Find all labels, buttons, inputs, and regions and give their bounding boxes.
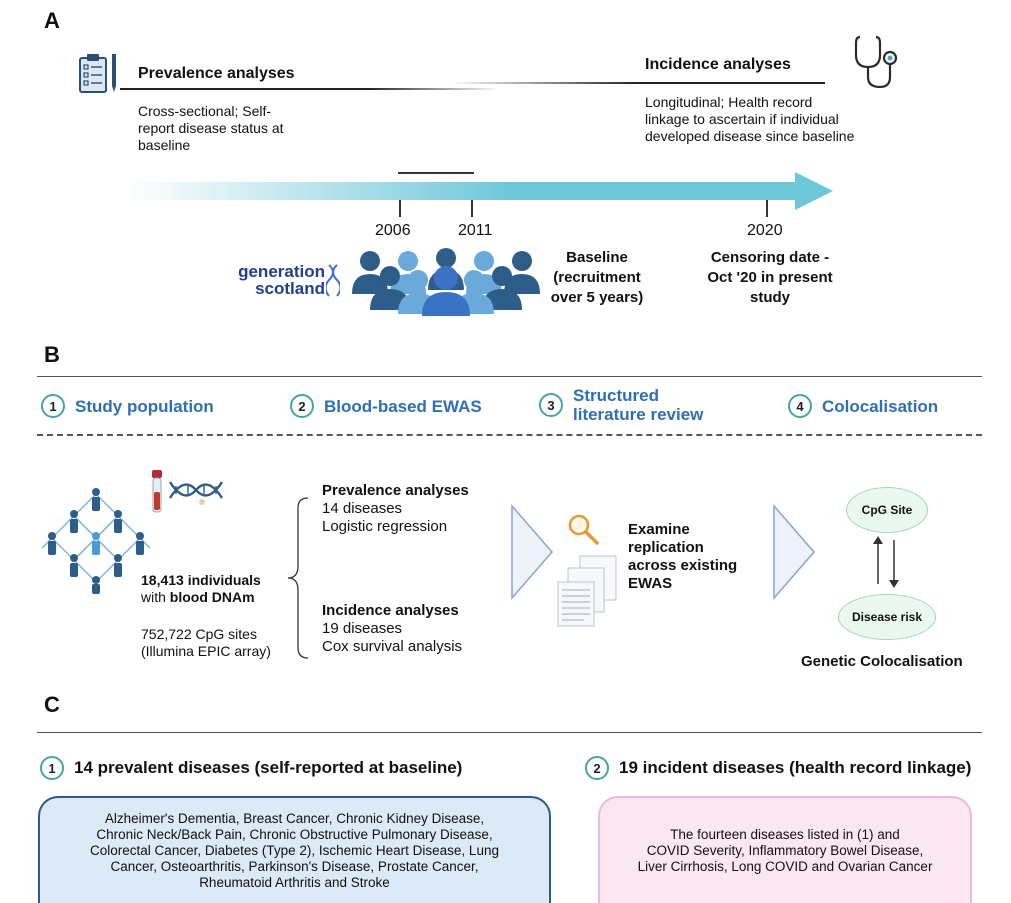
panel-a-letter: A bbox=[44, 8, 60, 33]
blood-tube-icon bbox=[152, 470, 162, 513]
incident-title: 19 incident diseases (health record link… bbox=[619, 758, 972, 777]
incidence-description: Longitudinal; Health record linkage to a… bbox=[645, 94, 855, 144]
step-label: Structured literature review bbox=[573, 386, 704, 424]
year-2020: 2020 bbox=[747, 222, 783, 239]
step-number: 2 bbox=[585, 756, 609, 780]
ewas-prevalence: Prevalence analyses 14 diseases Logistic… bbox=[322, 482, 469, 535]
dna-logo-icon bbox=[326, 264, 340, 297]
year-2011: 2011 bbox=[458, 222, 493, 239]
step-label: Study population bbox=[75, 396, 214, 416]
panel-b-top-rule bbox=[37, 376, 982, 377]
curly-brace bbox=[287, 497, 309, 659]
cpg-sites-info: 752,722 CpG sites (Illumina EPIC array) bbox=[141, 626, 271, 659]
panel-c-top-rule bbox=[37, 732, 982, 733]
stethoscope-icon bbox=[854, 35, 898, 89]
cpg-site-node: CpG Site bbox=[846, 487, 928, 533]
chevron-right-icon bbox=[773, 504, 815, 600]
network-people-icon bbox=[41, 488, 151, 594]
bidirectional-arrows bbox=[873, 536, 899, 588]
prevalence-line bbox=[120, 88, 500, 90]
timeline-arrow bbox=[128, 172, 833, 210]
panel-b-letter: B bbox=[44, 342, 60, 367]
dna-icon bbox=[168, 481, 224, 505]
prevalent-title: 14 prevalent diseases (self-reported at … bbox=[74, 758, 463, 777]
step-number: 4 bbox=[788, 394, 812, 418]
incident-diseases-box: The fourteen diseases listed in (1) and … bbox=[598, 796, 972, 903]
people-group-icon bbox=[352, 248, 540, 316]
tick-2020 bbox=[766, 200, 768, 217]
step-label: Colocalisation bbox=[822, 396, 939, 416]
baseline-label: Baseline (recruitment over 5 years) bbox=[550, 249, 644, 306]
recruitment-period-bar bbox=[398, 172, 474, 174]
prevalent-diseases-box: Alzheimer's Dementia, Breast Cancer, Chr… bbox=[38, 796, 551, 903]
step-study-population: 1 Study population bbox=[41, 394, 214, 418]
censoring-date-label: Censoring date - Oct '20 in present stud… bbox=[707, 249, 833, 306]
prevalent-diseases-heading: 1 14 prevalent diseases (self-reported a… bbox=[40, 756, 462, 780]
population-count: 18,413 individuals with blood DNAm bbox=[141, 572, 261, 605]
magnifier-icon bbox=[568, 514, 599, 545]
step-number: 2 bbox=[290, 394, 314, 418]
step-blood-ewas: 2 Blood-based EWAS bbox=[290, 394, 482, 418]
panel-c-letter: C bbox=[44, 692, 60, 717]
documents-icon bbox=[557, 555, 617, 627]
generation-scotland-logo: generation scotland bbox=[238, 262, 325, 298]
incidence-title: Incidence analyses bbox=[645, 56, 791, 73]
genetic-colocalisation-caption: Genetic Colocalisation bbox=[801, 653, 963, 670]
prevalence-description: Cross-sectional; Self- report disease st… bbox=[138, 103, 284, 153]
incidence-line bbox=[450, 82, 825, 84]
step-number: 1 bbox=[40, 756, 64, 780]
chevron-right-icon bbox=[511, 504, 553, 600]
incident-diseases-heading: 2 19 incident diseases (health record li… bbox=[585, 756, 971, 780]
clipboard-icon bbox=[79, 54, 116, 93]
step-number: 3 bbox=[539, 393, 563, 417]
ewas-incidence: Incidence analyses 19 diseases Cox survi… bbox=[322, 602, 463, 655]
tick-2011 bbox=[471, 200, 473, 217]
panel-b-dashed-rule bbox=[37, 434, 982, 436]
review-description: Examine replication across existing EWAS bbox=[628, 521, 738, 592]
disease-risk-node: Disease risk bbox=[838, 594, 936, 640]
tick-2006 bbox=[399, 200, 401, 217]
prevalence-title: Prevalence analyses bbox=[138, 65, 295, 82]
step-literature-review: 3 Structured literature review bbox=[539, 386, 703, 424]
step-number: 1 bbox=[41, 394, 65, 418]
step-colocalisation: 4 Colocalisation bbox=[788, 394, 938, 418]
step-label: Blood-based EWAS bbox=[324, 396, 482, 416]
year-2006: 2006 bbox=[375, 222, 411, 239]
